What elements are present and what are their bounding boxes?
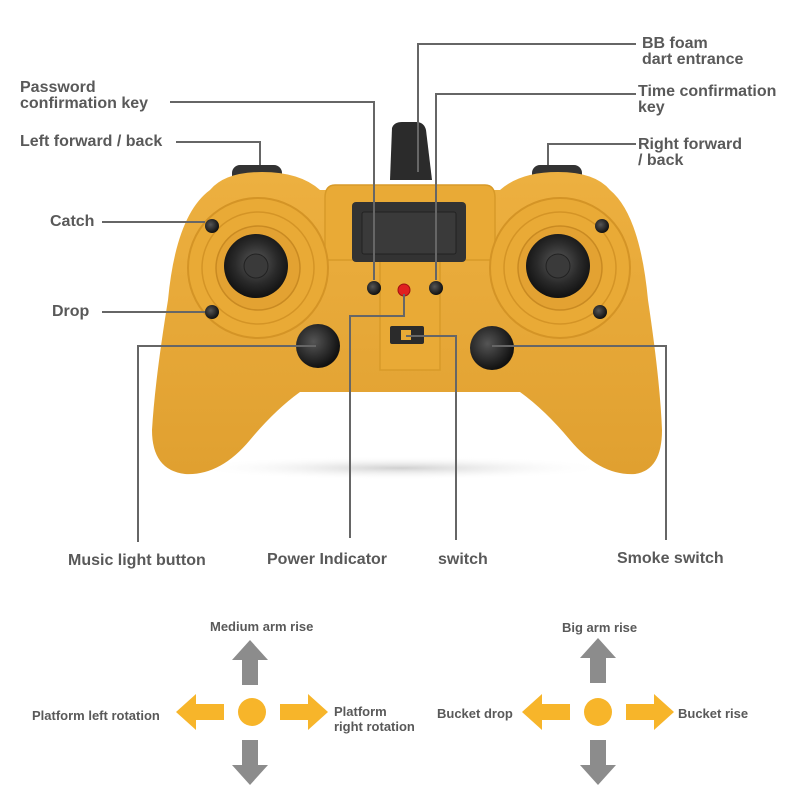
right-stick-diagram (522, 638, 674, 785)
switch-label: switch (438, 551, 488, 568)
antenna-icon (390, 122, 432, 180)
arrow-left-icon (522, 694, 570, 730)
stick-center-dot (584, 698, 612, 726)
right-joystick-ring (503, 211, 617, 325)
time-key-label: Time confirmation key (638, 83, 777, 116)
bucket-rise-label: Bucket rise (678, 706, 749, 721)
drop-button[interactable] (205, 305, 219, 319)
music-light-button[interactable] (296, 324, 340, 368)
floor-shadow (190, 456, 610, 480)
left-joystick-cap (243, 253, 269, 279)
platform-left-rotation-label: Platform left rotation (32, 708, 160, 723)
smoke-switch-label: Smoke switch (617, 550, 724, 567)
drop-label: Drop (52, 303, 90, 320)
left-stick-diagram (176, 640, 328, 785)
bb-foam-label: BB foam dart entrance (642, 35, 744, 68)
right-forward-label: Right forward / back (638, 136, 742, 169)
leader-lines (102, 43, 667, 542)
right-joystick-cap (545, 253, 571, 279)
left-joystick-ring (201, 211, 315, 325)
arrow-right-icon (280, 694, 328, 730)
password-confirmation-key[interactable] (367, 281, 381, 295)
stick-center-dot (238, 698, 266, 726)
catch-label: Catch (50, 213, 95, 230)
smoke-switch-button[interactable] (470, 326, 514, 370)
power-indicator-label: Power Indicator (267, 551, 388, 568)
time-confirmation-key[interactable] (429, 281, 443, 295)
arrow-up-icon (232, 640, 268, 685)
big-arm-rise-label: Big arm rise (562, 620, 638, 635)
platform-right-rotation-label: Platform right rotation (334, 704, 415, 734)
arrow-right-icon (626, 694, 674, 730)
bucket-drop-label: Bucket drop (437, 706, 513, 721)
music-light-label: Music light button (68, 552, 206, 569)
catch-button[interactable] (205, 219, 219, 233)
right-lower-button[interactable] (593, 305, 607, 319)
right-upper-button[interactable] (595, 219, 609, 233)
lcd-screen (361, 211, 457, 255)
medium-arm-rise-label: Medium arm rise (210, 619, 314, 634)
left-forward-label: Left forward / back (20, 133, 163, 150)
arrow-left-icon (176, 694, 224, 730)
arrow-down-icon (232, 740, 268, 785)
password-key-label: Password confirmation key (20, 79, 149, 112)
arrow-down-icon (580, 740, 616, 785)
arrow-up-icon (580, 638, 616, 683)
